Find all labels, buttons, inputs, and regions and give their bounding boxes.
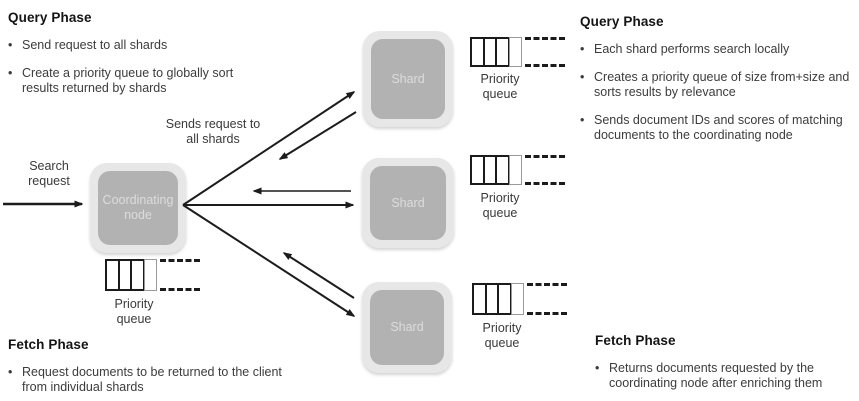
bullet-icon [8,365,22,395]
shard-node-middle: Shard [362,158,454,248]
bullet-item: Send request to all shards [8,38,258,53]
bullet-icon [595,361,609,391]
panel-heading: Query Phase [8,10,92,25]
sends-request-label: Sends request to all shards [165,117,261,146]
arrow-from-shard-top [278,111,357,160]
bullet-item: Sends document IDs and scores of matchin… [580,113,858,143]
coordinating-node: Coordinating node [90,163,186,253]
queue-cell [495,37,510,67]
shard-label: Shard [370,166,446,240]
shard-label: Shard [371,39,445,119]
queue-dash-icon [525,155,565,185]
panel-fetch-phase-right: Fetch Phase Returns documents requested … [595,333,827,401]
queue-cell [144,259,157,291]
priority-queue-label: Priority queue [480,72,520,101]
panel-query-phase-left: Query Phase Send request to all shards C… [8,10,258,109]
priority-queue-icon-bottom [472,283,567,315]
bullet-item: Create a priority queue to globally sort… [8,66,258,96]
panel-fetch-phase-left: Fetch Phase Request documents to be retu… [8,337,288,401]
search-request-label: Search request [28,159,70,188]
priority-queue-label: Priority queue [114,297,154,326]
coordinating-node-label: Coordinating node [98,171,178,245]
bullet-item: Request documents to be returned to the … [8,365,288,395]
queue-dash-icon [160,259,200,291]
panel-heading: Query Phase [580,14,664,29]
priority-queue-icon-middle [470,155,565,185]
priority-queue-icon-coordinating [105,259,200,291]
bullet-icon [8,66,22,96]
bullet-item: Each shard performs search locally [580,42,858,57]
queue-cell [495,155,510,185]
queue-cell [130,259,145,291]
bullet-item: Creates a priority queue of size from+si… [580,70,858,100]
priority-queue-icon-top [470,37,565,67]
queue-dash-icon [525,37,565,67]
panel-heading: Fetch Phase [595,333,676,348]
arrow-from-shard-bottom [282,252,355,299]
queue-cell [497,283,512,315]
priority-queue-label: Priority queue [480,191,520,220]
shard-label: Shard [370,290,444,365]
priority-queue-label: Priority queue [482,321,522,350]
queue-cell [509,155,522,185]
panel-heading: Fetch Phase [8,337,89,352]
queue-dash-icon [527,283,567,315]
bullet-icon [580,113,594,143]
bullet-icon [8,38,22,53]
panel-query-phase-right: Query Phase Each shard performs search l… [580,14,858,156]
queue-cell [511,283,524,315]
bullet-icon [580,70,594,100]
queue-cell [509,37,522,67]
shard-node-top: Shard [363,31,453,127]
arrow-to-shard-bottom [182,204,356,317]
bullet-icon [580,42,594,57]
bullet-item: Returns documents requested by the coord… [595,361,827,391]
shard-node-bottom: Shard [362,282,452,373]
